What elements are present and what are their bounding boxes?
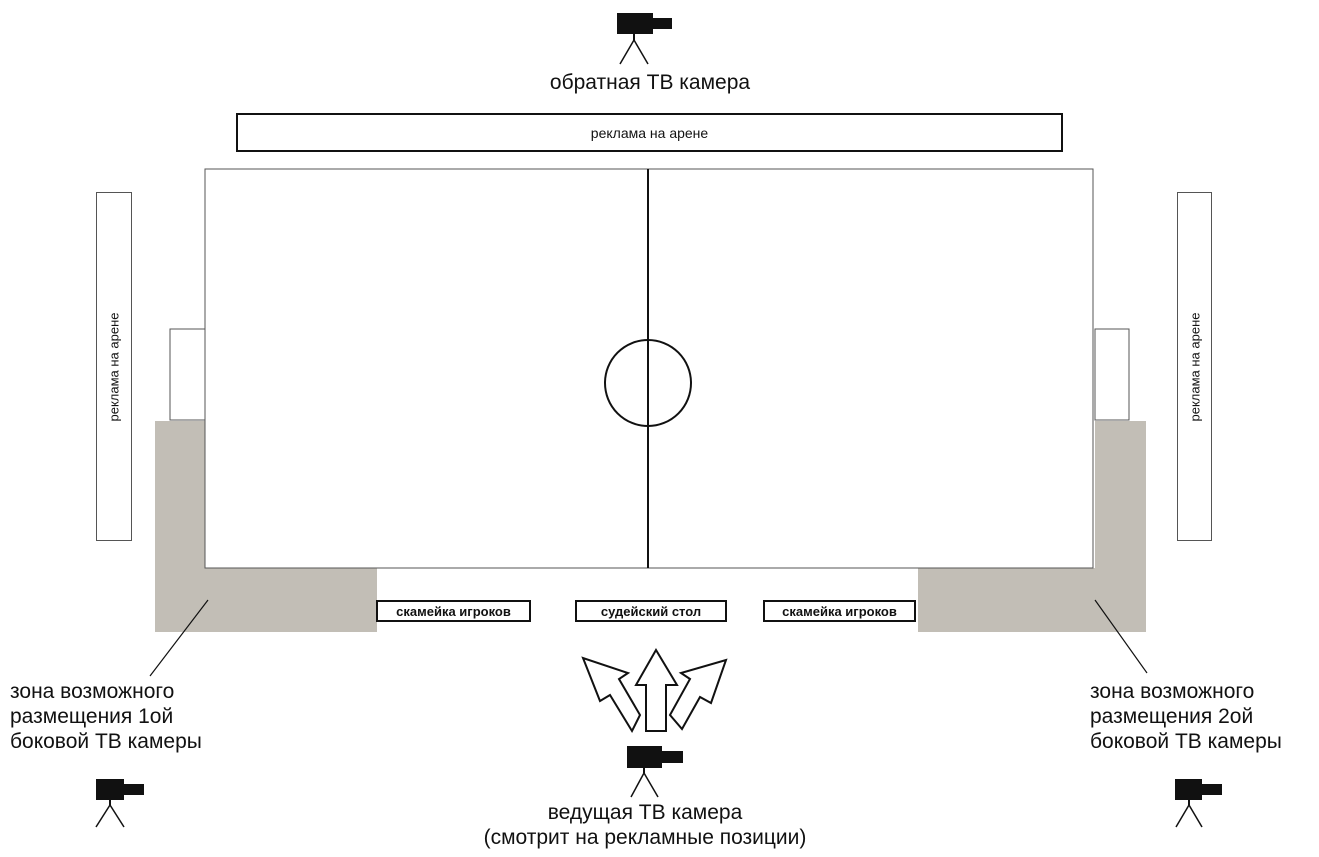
right-side-camera-icon — [1175, 779, 1222, 828]
right-camera-zone-vertical — [1095, 421, 1146, 632]
left-zone-pointer — [149, 599, 209, 677]
right-zone-label-line-1: зона возможного — [1090, 680, 1255, 703]
right-zone-pointer — [1094, 599, 1148, 674]
left-side-camera-icon — [95, 779, 144, 828]
left-ad-board: реклама на арене — [96, 192, 132, 541]
top-camera-label: обратная ТВ камера — [549, 71, 751, 94]
main-camera-label: ведущая ТВ камера (смотрит на рекламные … — [420, 800, 870, 850]
judges-table-label: судейский стол — [600, 603, 702, 619]
main-camera-icon — [627, 746, 683, 798]
bench-right: скамейка игроков — [763, 600, 916, 622]
bench-left: скамейка игроков — [376, 600, 531, 622]
arrow-right-icon — [668, 658, 728, 731]
right-camera-zone-horizontal — [918, 568, 1095, 632]
left-camera-zone-vertical — [155, 421, 205, 632]
left-ad-label: реклама на арене — [106, 311, 122, 422]
right-ad-label: реклама на арене — [1187, 311, 1202, 422]
top-ad-label: реклама на арене — [590, 124, 709, 141]
arrow-left-icon — [581, 656, 642, 734]
top-camera-icon — [617, 13, 672, 65]
left-zone-label-line-1: зона возможного — [10, 680, 175, 703]
bench-left-label: скамейка игроков — [396, 603, 511, 619]
left-zone-label-line-2: размещения 1ой — [10, 705, 174, 728]
left-zone-label-line-3: боковой ТВ камеры — [10, 730, 202, 753]
left-zone-label: зона возможного размещения 1ой боковой Т… — [10, 679, 202, 754]
bench-right-label: скамейка игроков — [782, 603, 897, 619]
right-zone-label-line-2: размещения 2ой — [1090, 705, 1254, 728]
top-ad-board: реклама на арене — [236, 113, 1063, 152]
right-ad-board: реклама на арене — [1177, 192, 1212, 541]
main-camera-label-line-1: ведущая ТВ камера — [547, 801, 743, 824]
main-camera-label-line-2: (смотрит на рекламные позиции) — [483, 826, 807, 849]
right-zone-label: зона возможного размещения 2ой боковой Т… — [1090, 679, 1282, 754]
camera-direction-arrows — [581, 648, 728, 734]
center-circle — [604, 339, 692, 427]
judges-table: судейский стол — [575, 600, 727, 622]
left-small-box — [169, 328, 206, 421]
left-camera-zone-horizontal — [205, 568, 377, 632]
right-zone-label-line-3: боковой ТВ камеры — [1090, 730, 1282, 753]
right-small-box — [1094, 328, 1130, 421]
arrow-center-icon — [634, 648, 679, 732]
